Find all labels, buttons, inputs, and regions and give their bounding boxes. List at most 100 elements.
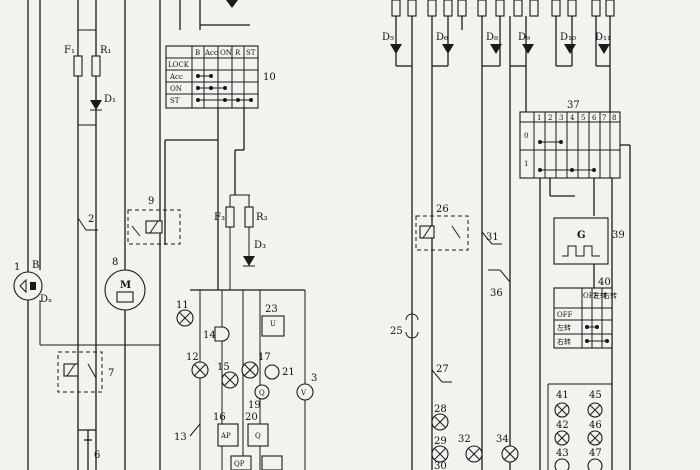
lamp-cross (467, 447, 481, 461)
row-lock: LOCK (168, 61, 190, 69)
col-6: 6 (592, 114, 597, 122)
label-d11: D₁₁ (595, 32, 611, 43)
row-right: 右转 (557, 337, 571, 346)
row-0: 0 (524, 132, 528, 140)
motor-winding (116, 291, 134, 303)
lamp-cross (433, 415, 447, 429)
label-v: V (300, 389, 307, 397)
fuse (605, 0, 615, 17)
label-26: 26 (436, 204, 449, 215)
label-d8: D₈ (486, 32, 498, 43)
fuse (567, 0, 577, 17)
lamp-47 (587, 458, 603, 470)
aux-box (261, 455, 283, 470)
label-15: 15 (217, 362, 230, 373)
col-st: ST (246, 49, 256, 57)
fuse-f1 (73, 55, 83, 77)
label-m: M (120, 280, 131, 291)
led-d11 (598, 44, 610, 54)
switch-7 (87, 363, 97, 379)
fuse (551, 0, 561, 17)
label-20: 20 (245, 412, 258, 423)
gauge-19 (254, 384, 270, 400)
led-d3 (243, 256, 255, 266)
switch-31 (481, 231, 493, 245)
led-d8 (490, 44, 502, 54)
label-d5: D₅ (382, 32, 394, 43)
fuse (477, 0, 487, 17)
label-8: 8 (112, 257, 118, 268)
label-30: 30 (434, 461, 447, 470)
label-1: 1 (14, 262, 20, 273)
lamp-cross (193, 363, 207, 377)
label-dx: Dₓ (40, 294, 52, 305)
switch-40: OFF 左转 右转 OFF 左转 右转 (553, 287, 617, 349)
label-39: 39 (612, 230, 625, 241)
label-12: 12 (186, 352, 199, 363)
switch-13 (189, 423, 201, 437)
qp-box (230, 455, 252, 470)
row-left: 左转 (557, 323, 571, 332)
col-8: 8 (612, 114, 616, 122)
lamp-cross (433, 447, 447, 461)
col-left: 左转 (593, 291, 607, 300)
voltmeter-3 (296, 383, 314, 401)
switch-2 (77, 217, 87, 231)
label-16: 16 (213, 412, 226, 423)
label-d9: D₉ (518, 32, 530, 43)
lamp-cross (589, 432, 601, 444)
label-21: 21 (282, 367, 295, 378)
fuse (591, 0, 601, 17)
fuse-f3 (225, 206, 235, 228)
label-q: Q (255, 432, 261, 440)
label-19: 19 (248, 400, 261, 411)
label-42: 42 (556, 420, 569, 431)
switch-27 (431, 369, 443, 383)
lamp-cross (178, 311, 192, 325)
label-d3: D₃ (254, 240, 266, 251)
label-11: 11 (176, 300, 189, 311)
relay-26-box (415, 215, 469, 251)
label-43: 43 (556, 448, 569, 459)
label-14: 14 (203, 330, 216, 341)
label-f1: F₁ (64, 45, 75, 56)
fuse (407, 0, 417, 17)
ignition-switch-10: B Acc ON R ST LOCK Acc ON ST (165, 45, 259, 109)
label-f3: F₃ (214, 212, 225, 223)
relay-7-box (57, 351, 103, 393)
label-3: 3 (311, 373, 317, 384)
label-6: 6 (94, 450, 100, 461)
lamp-cross (556, 404, 568, 416)
lamp-cross (556, 432, 568, 444)
wire (422, 225, 432, 239)
buzzer-14 (214, 326, 230, 342)
lamp-cross (223, 373, 237, 387)
switch-36 (499, 269, 511, 283)
row-off: OFF (557, 311, 573, 319)
wire (149, 220, 159, 234)
label-31: 31 (486, 232, 499, 243)
label-47: 47 (589, 448, 602, 459)
label-9: 9 (148, 196, 154, 207)
col-1: 1 (537, 114, 541, 122)
label-10: 10 (263, 72, 276, 83)
ap-16 (217, 423, 239, 447)
col-7: 7 (602, 114, 606, 122)
label-29: 29 (434, 436, 447, 447)
label-2: 2 (88, 214, 94, 225)
relay-9-box (127, 209, 181, 245)
label-37: 37 (567, 100, 580, 111)
lamp-cross (589, 404, 601, 416)
label-32: 32 (458, 434, 471, 445)
label-qp: QP (234, 460, 245, 468)
label-7: 7 (108, 368, 114, 379)
label-r1: R₁ (100, 45, 112, 56)
col-r: R (235, 49, 241, 57)
label-b: B (32, 260, 39, 271)
col-b: B (195, 49, 200, 57)
horn-contact (30, 282, 36, 290)
label-34: 34 (496, 434, 509, 445)
lamp-cross (243, 363, 257, 377)
